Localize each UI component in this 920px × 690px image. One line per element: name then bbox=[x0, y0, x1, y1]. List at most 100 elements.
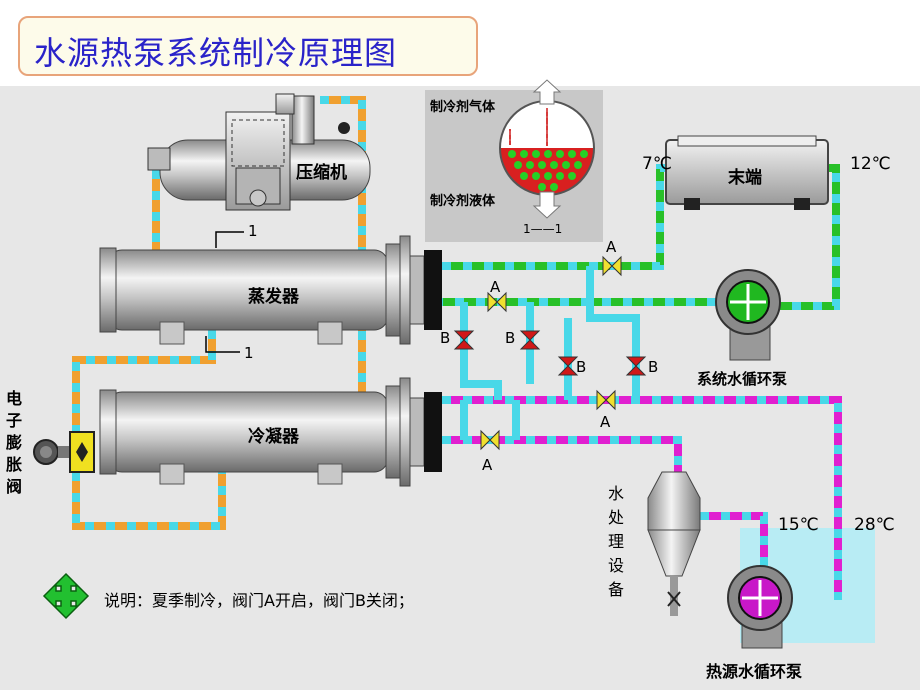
water-treatment-tank bbox=[647, 471, 701, 616]
title-box bbox=[18, 16, 478, 76]
gas-particle bbox=[546, 128, 548, 130]
liquid-bubble bbox=[556, 172, 564, 180]
gas-particle bbox=[509, 143, 511, 145]
liquid-bubble bbox=[556, 150, 564, 158]
gas-particle bbox=[546, 124, 548, 126]
gas-particle bbox=[546, 118, 548, 120]
condenser bbox=[99, 377, 442, 487]
compressor bbox=[147, 93, 371, 211]
gas-particle bbox=[546, 108, 548, 110]
gas-particle bbox=[509, 139, 511, 141]
valve-a3 bbox=[596, 389, 616, 411]
valve-b4 bbox=[625, 356, 647, 376]
gas-particle bbox=[509, 135, 511, 137]
valve-label-b2: B bbox=[505, 329, 516, 347]
marker-1-top: 1 bbox=[248, 222, 258, 240]
expansion-valve-label: 电子膨胀阀 bbox=[6, 389, 23, 496]
gas-particle bbox=[546, 136, 548, 138]
liquid-bubble bbox=[574, 161, 582, 169]
valve-label-b4: B bbox=[648, 358, 659, 376]
liquid-bubble bbox=[562, 161, 570, 169]
temp-return-chilled: 12℃ bbox=[850, 154, 891, 174]
valve-label-a4: A bbox=[482, 456, 493, 474]
liquid-bubble bbox=[544, 172, 552, 180]
source-pump bbox=[727, 565, 793, 649]
cooling-in-pipe bbox=[442, 436, 682, 476]
liquid-bubble bbox=[538, 183, 546, 191]
temp-supply-chilled: 7℃ bbox=[642, 154, 672, 174]
condenser-label: 冷凝器 bbox=[248, 427, 299, 447]
liquid-bubble bbox=[532, 172, 540, 180]
liquid-bubble bbox=[514, 161, 522, 169]
gas-particle bbox=[546, 126, 548, 128]
liquid-bubble bbox=[538, 161, 546, 169]
evaporator-label: 蒸发器 bbox=[248, 287, 299, 307]
treatment-to-pump-pipe-dash bbox=[700, 512, 768, 566]
valve-label-b3: B bbox=[576, 358, 587, 376]
refrigerant-pipe-from-condenser-dash bbox=[72, 472, 226, 530]
valve-b1 bbox=[453, 330, 475, 350]
crossover-pipe-1 bbox=[460, 302, 502, 400]
liquid-bubble bbox=[508, 150, 516, 158]
gas-particle bbox=[546, 130, 548, 132]
expansion-valve bbox=[33, 431, 95, 473]
valve-label-a3: A bbox=[600, 413, 611, 431]
gas-particle bbox=[546, 122, 548, 124]
liquid-bubble bbox=[532, 150, 540, 158]
liquid-bubble bbox=[580, 150, 588, 158]
liquid-bubble bbox=[544, 150, 552, 158]
temp-source-out: 28℃ bbox=[854, 515, 895, 535]
marker-bracket-bottom bbox=[205, 336, 240, 353]
temp-source-in: 15℃ bbox=[778, 515, 819, 535]
valve-label-a2: A bbox=[490, 278, 501, 296]
source-pump-label: 热源水循环泵 bbox=[706, 662, 803, 681]
terminal-unit bbox=[665, 135, 829, 210]
gas-particle bbox=[546, 132, 548, 134]
gas-particle bbox=[546, 138, 548, 140]
inset-ratio-label: 1——1 bbox=[523, 222, 563, 236]
liquid-bubbles bbox=[508, 150, 588, 191]
valve-a4 bbox=[480, 429, 500, 451]
gas-particle bbox=[546, 134, 548, 136]
liquid-bubble bbox=[550, 161, 558, 169]
gas-particle bbox=[546, 142, 548, 144]
refrigerant-pipe-to-valve bbox=[72, 330, 216, 432]
cooling-in-pipe-dash bbox=[442, 436, 682, 476]
system-pump-label: 系统水循环泵 bbox=[697, 370, 788, 388]
cooling-out-pipe-dash bbox=[442, 396, 842, 600]
valve-b2 bbox=[519, 330, 541, 350]
gas-particle bbox=[546, 116, 548, 118]
gas-particle bbox=[509, 141, 511, 143]
gas-mist bbox=[509, 108, 548, 146]
gas-particle bbox=[546, 120, 548, 122]
liquid-bubble bbox=[568, 150, 576, 158]
valve-label-a1: A bbox=[606, 238, 617, 256]
liquid-bubble bbox=[526, 161, 534, 169]
inset-liquid-label: 制冷剂液体 bbox=[430, 194, 496, 209]
explanation-note: 说明：夏季制冷，阀门A开启，阀门B关闭； bbox=[104, 591, 414, 610]
liquid-bubble bbox=[520, 150, 528, 158]
water-treatment-label: 水处理设备 bbox=[608, 484, 625, 599]
evaporator bbox=[99, 235, 442, 345]
compressor-label: 压缩机 bbox=[296, 163, 347, 183]
marker-bracket-top bbox=[215, 231, 244, 248]
crossover-pipe-4 bbox=[586, 266, 640, 400]
gas-particle bbox=[509, 131, 511, 133]
page-title: 水源热泵系统制冷原理图 bbox=[34, 34, 398, 72]
gas-particle bbox=[546, 112, 548, 114]
gas-particle bbox=[546, 114, 548, 116]
valve-a2 bbox=[487, 291, 507, 313]
valve-label-b1: B bbox=[440, 329, 451, 347]
liquid-bubble bbox=[550, 183, 558, 191]
gas-particle bbox=[546, 144, 548, 146]
inset-gas-label: 制冷剂气体 bbox=[430, 100, 496, 115]
valve-set bbox=[453, 255, 647, 451]
move-arrows-icon bbox=[42, 572, 90, 620]
gas-particle bbox=[509, 137, 511, 139]
liquid-bubble bbox=[568, 172, 576, 180]
system-pump bbox=[715, 269, 781, 361]
terminal-label: 末端 bbox=[728, 168, 762, 188]
marker-1-bottom: 1 bbox=[244, 344, 254, 362]
valve-a1 bbox=[602, 255, 622, 277]
